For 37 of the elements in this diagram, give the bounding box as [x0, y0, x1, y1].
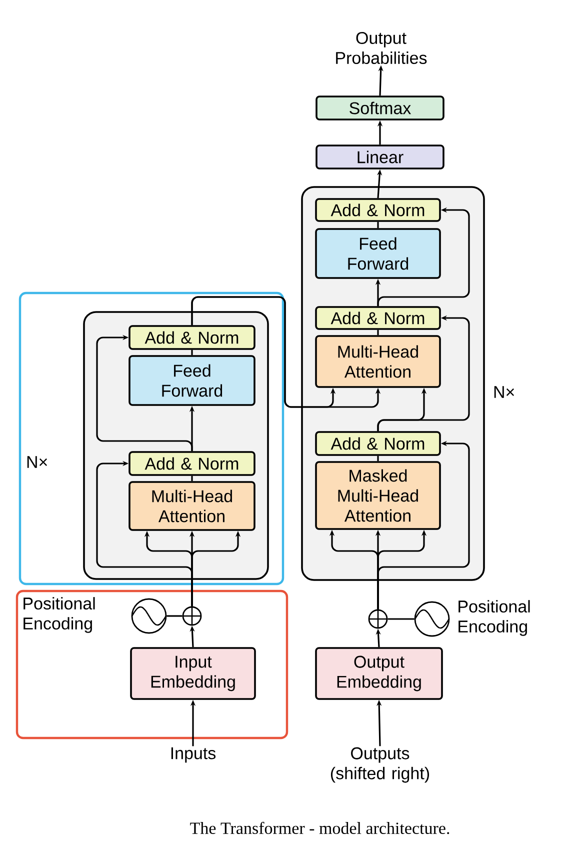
embedding-box: Input Embedding	[130, 647, 256, 700]
connector-line	[377, 456, 379, 462]
add-norm-box: Add & Norm	[128, 451, 256, 476]
arrow	[96, 460, 193, 606]
add-norm-box: Add & Norm	[315, 431, 441, 456]
side-label: N×	[494, 386, 514, 398]
add-circle	[182, 606, 202, 626]
connector-line	[191, 476, 193, 482]
embedding-frame	[16, 590, 288, 740]
add-norm-box: Add & Norm	[315, 306, 441, 330]
side-label: Positional Encoding	[458, 600, 530, 636]
positional-encoding-icon	[131, 598, 167, 634]
attention-box: Multi-Head Attention	[128, 481, 256, 531]
embedding-box: Output Embedding	[315, 647, 443, 700]
caption: The Transformer - model architecture.	[190, 822, 450, 834]
connector-line	[388, 618, 414, 620]
connector-line	[166, 615, 182, 617]
encoder-frame	[18, 292, 284, 586]
feed-forward-box: Feed Forward	[315, 228, 441, 279]
side-label: N×	[27, 456, 48, 468]
io-label: Outputs (shifted right)	[330, 747, 429, 783]
connector-line	[377, 222, 379, 228]
linear-box: Linear	[316, 144, 444, 170]
connector-line	[191, 350, 193, 356]
io-label: Inputs	[171, 747, 216, 763]
attention-box: Multi-Head Attention	[315, 335, 441, 388]
positional-encoding-icon	[414, 601, 450, 637]
feed-forward-box: Feed Forward	[128, 355, 256, 406]
connector-line	[377, 330, 379, 336]
arrow	[96, 334, 193, 452]
add-circle	[368, 609, 388, 629]
attention-box: Masked Multi-Head Attention	[315, 461, 441, 530]
softmax-box: Softmax	[316, 96, 444, 120]
add-norm-box: Add & Norm	[315, 198, 441, 222]
io-label: Output Probabilities	[336, 32, 427, 64]
add-norm-box: Add & Norm	[128, 325, 256, 350]
side-label: Positional Encoding	[24, 597, 95, 633]
